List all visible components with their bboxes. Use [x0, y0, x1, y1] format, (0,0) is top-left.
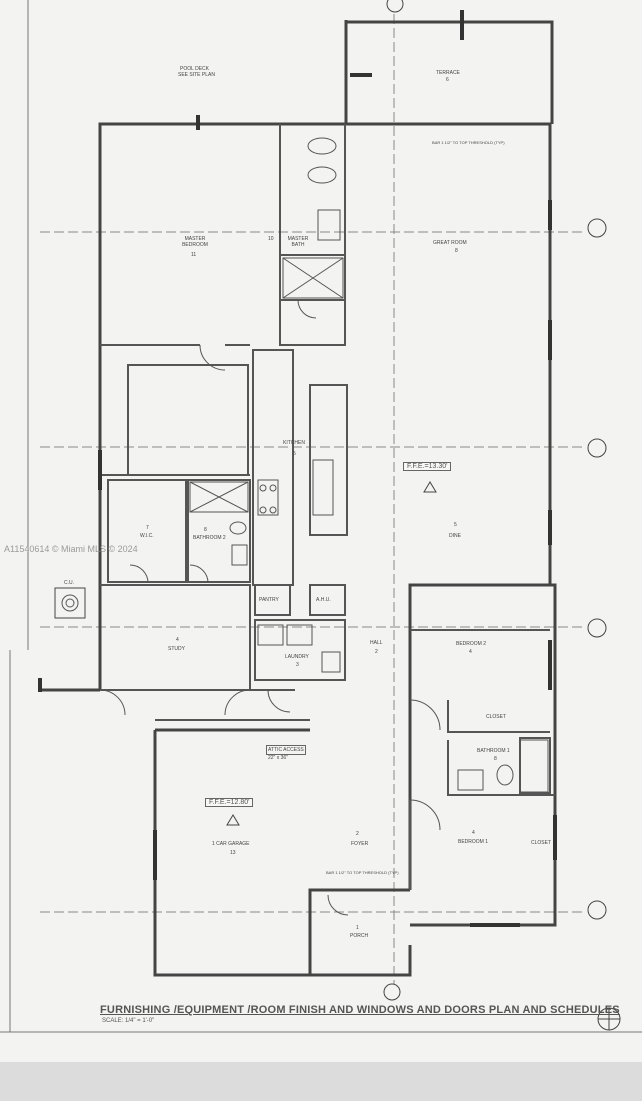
room-label-closet-a: CLOSET — [486, 714, 507, 720]
room-label-terrace: TERRACE — [436, 70, 460, 76]
room-number-bathroom-1: 8 — [494, 756, 497, 762]
room-label-pantry: PANTRY — [259, 597, 279, 603]
room-number-wic: 7 — [146, 525, 149, 531]
room-number-foyer: 2 — [356, 831, 359, 837]
room-label-study: STUDY — [168, 646, 185, 652]
room-label-foyer: FOYER — [351, 841, 369, 847]
sheet-title: FURNISHING /EQUIPMENT /ROOM FINISH AND W… — [100, 1004, 620, 1016]
room-label-laundry: LAUNDRY — [285, 654, 309, 660]
section-markers — [383, 0, 621, 1031]
room-label-dine: DINE — [449, 533, 461, 539]
room-label-kitchen: KITCHEN — [283, 440, 305, 446]
room-label-wic: W.I.C. — [140, 533, 154, 539]
door-swings — [99, 299, 441, 916]
interior-walls — [100, 124, 555, 890]
room-number-master-bath: 10 — [268, 236, 274, 242]
room-number-bedroom-1: 4 — [472, 830, 475, 836]
room-label-master-bedroom: MASTER BEDROOM — [182, 236, 208, 248]
exterior-walls — [40, 20, 557, 977]
room-number-garage: 13 — [230, 850, 236, 856]
fixtures — [54, 137, 549, 793]
room-number-terrace: 6 — [446, 77, 449, 83]
main-floor-elevation: F.F.E.=13.30' — [403, 462, 452, 471]
sheet-border — [0, 0, 642, 1033]
warning-triangles — [226, 481, 437, 826]
room-number-porch: 1 — [356, 925, 359, 931]
room-label-bedroom-2: BEDROOM 2 — [456, 641, 487, 647]
room-label-garage: 1 CAR GARAGE — [212, 841, 250, 847]
garage-floor-elevation: F.F.E.=12.80' — [205, 798, 254, 807]
room-number-great-room: 8 — [455, 248, 458, 254]
room-label-porch: PORCH — [350, 933, 369, 939]
room-label-ahu: A.H.U. — [316, 597, 331, 603]
room-label-closet-b: CLOSET — [531, 840, 552, 846]
window-markers — [38, 10, 557, 927]
room-number-master-bedroom: 11 — [191, 252, 197, 258]
room-label-bathroom-1: BATHROOM 1 — [477, 748, 510, 754]
room-number-laundry: 3 — [296, 662, 299, 668]
room-number-kitchen: 5 — [293, 451, 296, 457]
pool-deck-note: SEE SITE PLAN — [178, 72, 215, 78]
sheet-scale: SCALE: 1/4" = 1'-0" — [102, 1018, 155, 1024]
room-label-hall: HALL — [370, 640, 383, 646]
room-number-hall: 2 — [375, 649, 378, 655]
room-number-dine: 5 — [454, 522, 457, 528]
mls-watermark: A11540614 © Miami MLS © 2024 — [4, 544, 138, 554]
room-label-pool-deck: POOL DECK — [180, 66, 209, 72]
threshold-note-terrace: BAR 1 1/2" TO TOP THRESHOLD (TYP) — [432, 140, 505, 145]
room-label-bedroom-1: BEDROOM 1 — [458, 839, 489, 845]
attic-access-label: ATTIC ACCESS — [266, 745, 306, 755]
room-label-bathroom-2: BATHROOM 2 — [193, 535, 226, 541]
attic-access-size: 22" x 36" — [268, 755, 288, 761]
room-label-great-room: GREAT ROOM — [433, 240, 467, 246]
room-number-study: 4 — [176, 637, 179, 643]
room-label-master-bath: MASTER BATH — [287, 236, 309, 248]
condenser-unit-label: C.U. — [64, 580, 74, 586]
room-number-bedroom-2: 4 — [469, 649, 472, 655]
threshold-note-porch: BAR 1 1/2" TO TOP THRESHOLD (TYP) — [326, 870, 399, 875]
room-number-bathroom-2: 8 — [204, 527, 207, 533]
viewer-footer-bar — [0, 1062, 642, 1101]
